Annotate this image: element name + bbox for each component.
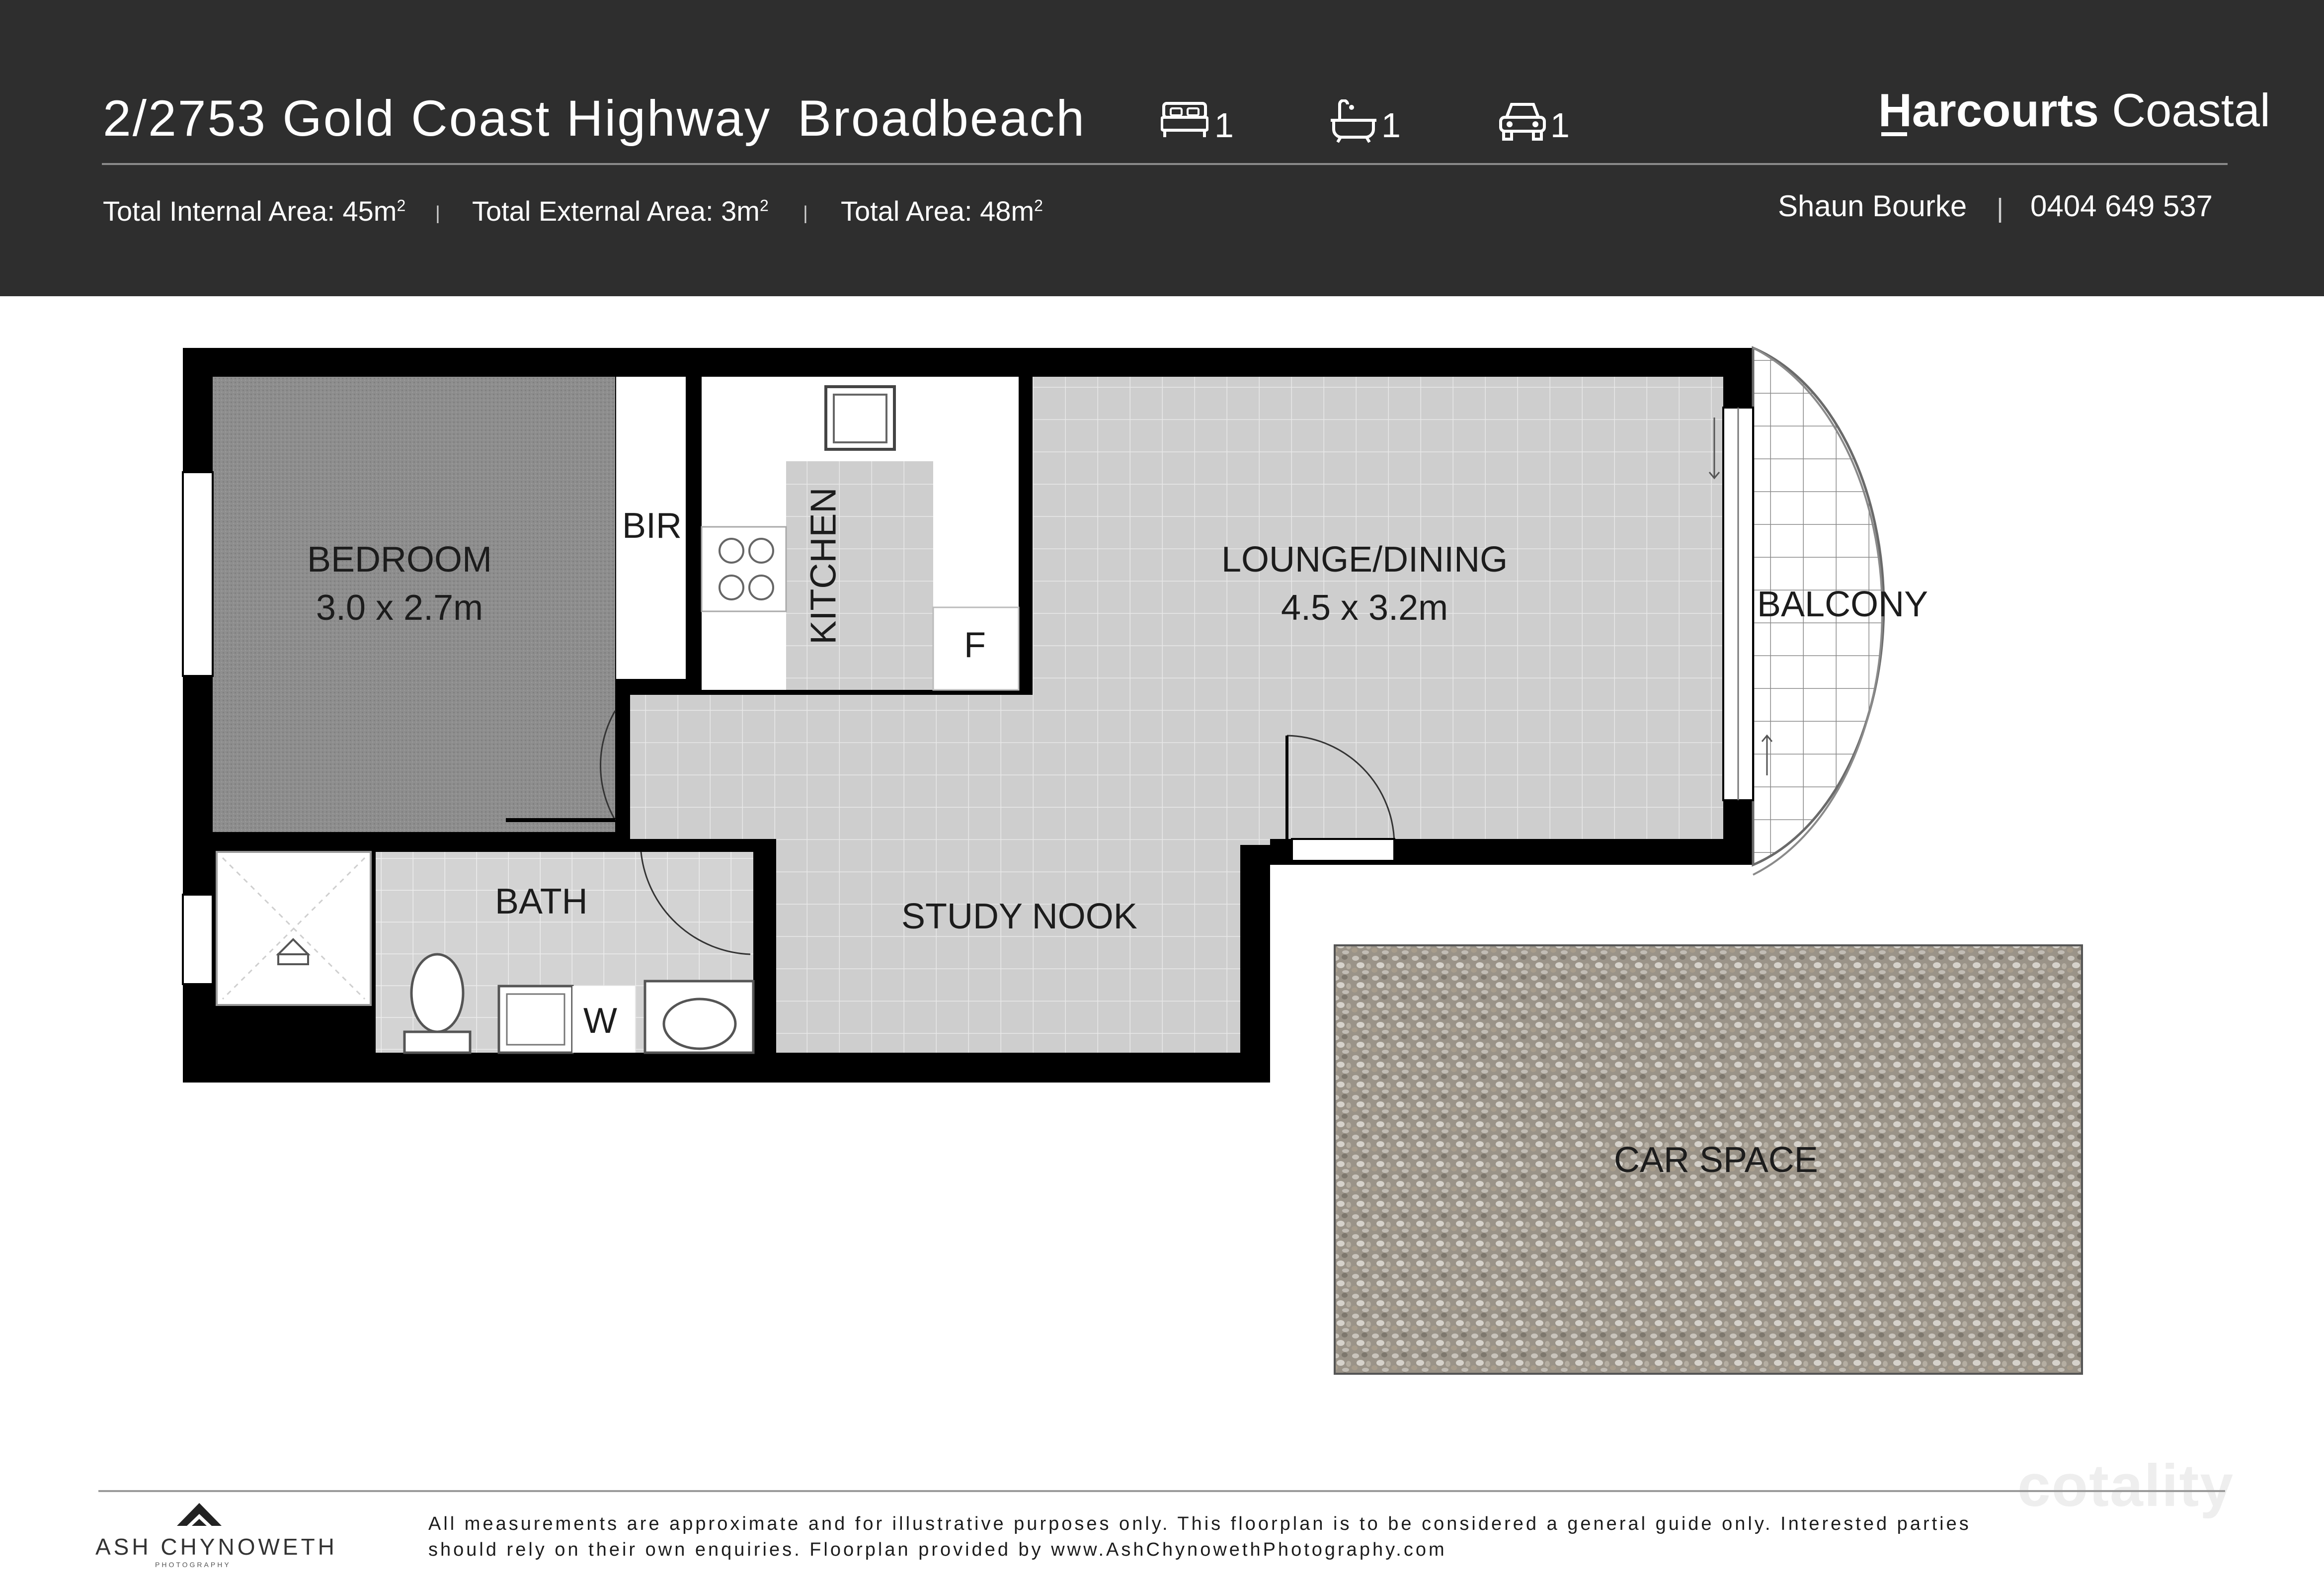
footer-divider: [98, 1490, 2225, 1492]
study-nook-label: STUDY NOOK: [901, 897, 1137, 936]
vanity: [643, 980, 755, 1054]
watermark: cotality: [2017, 1452, 2235, 1519]
header-bar: 2/2753 Gold Coast Highway Broadbeach 1 1…: [0, 0, 2324, 296]
header-divider: [102, 163, 2228, 165]
bir-label: BIR: [622, 506, 682, 546]
toilet: [410, 953, 465, 1033]
lounge-dining-size: 4.5 x 3.2m: [1281, 588, 1448, 628]
disclaimer: All measurements are approximate and for…: [428, 1513, 1971, 1560]
bath-door: [640, 851, 751, 955]
hall-floor: [630, 695, 1038, 839]
kitchen-sink: [824, 385, 896, 451]
car-space-label: CAR SPACE: [1614, 1140, 1818, 1180]
bedroom-door: [600, 710, 616, 821]
balcony-floor: [1752, 346, 1885, 867]
fridge: [932, 606, 1020, 691]
area-separator: |: [435, 203, 440, 224]
fridge-label: F: [964, 625, 986, 665]
kitchen-floor: [786, 461, 933, 690]
internal-area: Total Internal Area: 45m2: [103, 195, 406, 227]
property-address: 2/2753 Gold Coast Highway: [103, 90, 772, 147]
lounge-dining-floor: [1033, 377, 1723, 839]
bathroom-count: 1: [1381, 106, 1401, 145]
car-icon: [1499, 103, 1546, 141]
agent-separator: |: [1997, 193, 2004, 223]
mountain-logo-icon: [177, 1503, 222, 1526]
car-space: [1334, 944, 2083, 1375]
bedroom-window: [182, 471, 214, 677]
bath-icon: [1331, 99, 1376, 143]
washer-label: W: [583, 1001, 617, 1041]
brand-name-light: Coastal: [2099, 84, 2270, 136]
bed-icon: [1161, 102, 1208, 137]
brand-name-bold: Harcourts: [1878, 84, 2099, 136]
study-nook-floor: [776, 830, 1240, 1053]
car-space-count: 1: [1550, 106, 1570, 145]
bath-window: [182, 894, 214, 985]
bedroom-size: 3.0 x 2.7m: [316, 588, 483, 628]
photographer-name: ASH CHYNOWETH: [95, 1534, 337, 1560]
bir-closet: [616, 377, 686, 679]
external-area: Total External Area: 3m2: [472, 195, 769, 227]
balcony-label: BALCONY: [1757, 584, 1928, 624]
property-suburb: Broadbeach: [798, 90, 1086, 147]
entry-door: [1286, 735, 1395, 845]
agent-name: Shaun Bourke: [1778, 189, 1967, 223]
total-area: Total Area: 48m2: [841, 195, 1043, 227]
bedroom-floor: [213, 377, 615, 832]
cooktop: [701, 526, 787, 612]
photographer-sub: PHOTOGRAPHY: [155, 1561, 231, 1569]
agent-phone: 0404 649 537: [2030, 189, 2213, 223]
washer: [572, 986, 635, 1053]
brand-logo: Harcourts Coastal: [1878, 83, 2270, 137]
laundry-tub: [497, 985, 574, 1054]
area-separator: |: [803, 203, 808, 224]
kitchen-label: KITCHEN: [803, 487, 844, 645]
brand-underline: [1881, 132, 1907, 136]
bedroom-count: 1: [1214, 106, 1234, 145]
bath-label: BATH: [495, 882, 588, 921]
